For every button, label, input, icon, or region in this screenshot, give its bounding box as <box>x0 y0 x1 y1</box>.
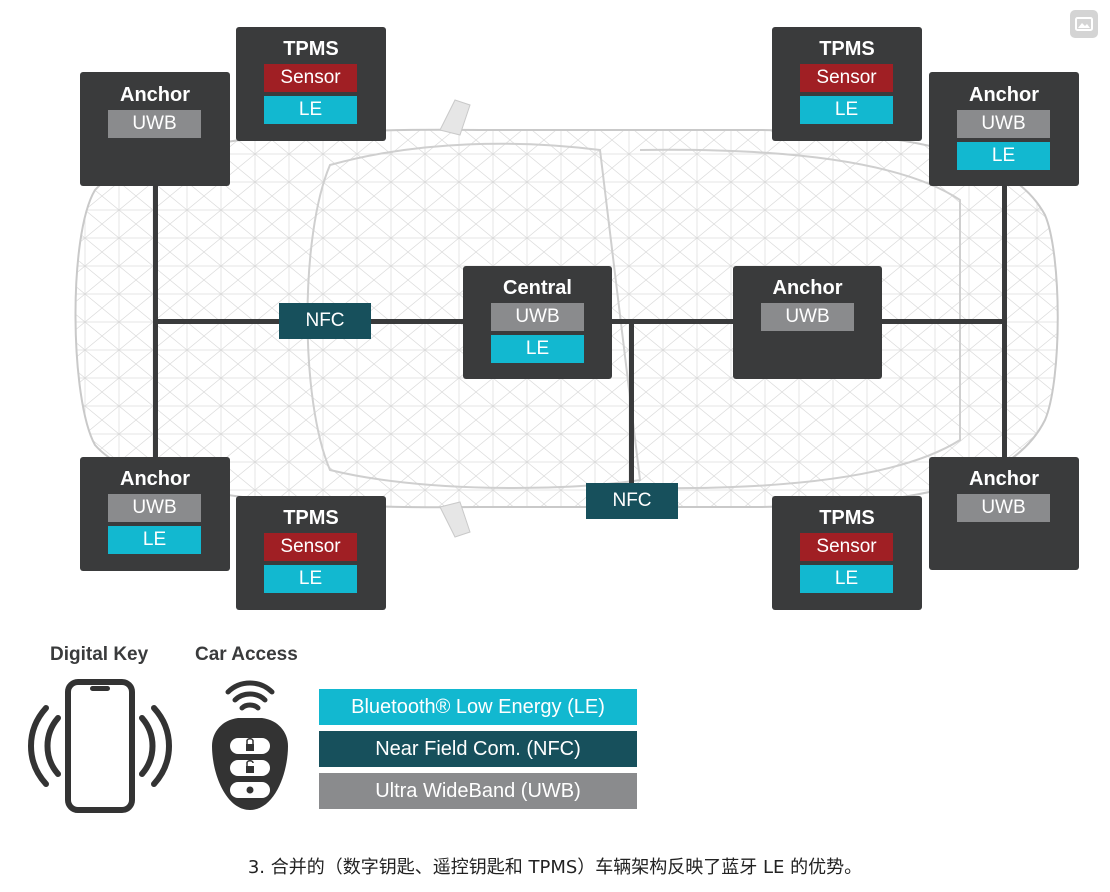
node-title: TPMS <box>819 38 875 60</box>
node-title: Anchor <box>120 84 190 106</box>
anchor-rear-right: Anchor UWB <box>929 457 1079 570</box>
le-tag: LE <box>108 526 201 554</box>
le-tag: LE <box>800 96 893 124</box>
node-title: Central <box>503 277 572 299</box>
uwb-tag: UWB <box>491 303 584 331</box>
anchor-middle: Anchor UWB <box>733 266 882 379</box>
node-title: TPMS <box>283 38 339 60</box>
legend-nfc: Near Field Com. (NFC) <box>319 731 637 767</box>
le-tag: LE <box>264 96 357 124</box>
line-nfc-bottom <box>629 321 634 486</box>
legend-uwb: Ultra WideBand (UWB) <box>319 773 637 809</box>
phone-icon <box>28 679 172 813</box>
node-title: TPMS <box>819 507 875 529</box>
central-node: Central UWB LE <box>463 266 612 379</box>
uwb-tag: UWB <box>957 110 1050 138</box>
node-title: Anchor <box>969 84 1039 106</box>
image-icon[interactable] <box>1070 10 1098 38</box>
tpms-rear-left: TPMS Sensor LE <box>236 496 386 610</box>
uwb-tag: UWB <box>108 494 201 522</box>
node-title: Anchor <box>772 277 843 299</box>
node-title: TPMS <box>283 507 339 529</box>
nfc-bottom: NFC <box>586 483 678 519</box>
anchor-rear-left: Anchor UWB LE <box>80 457 230 571</box>
anchor-front-left: Anchor UWB <box>80 72 230 186</box>
nfc-left: NFC <box>279 303 371 339</box>
uwb-tag: UWB <box>761 303 854 331</box>
uwb-tag: UWB <box>108 110 201 138</box>
node-title: Anchor <box>969 468 1039 490</box>
key-fob-icon <box>212 680 288 810</box>
sensor-tag: Sensor <box>264 64 357 92</box>
node-title: Anchor <box>120 468 190 490</box>
legend-le: Bluetooth® Low Energy (LE) <box>319 689 637 725</box>
figure-caption: 3. 合并的（数字钥匙、遥控钥匙和 TPMS）车辆架构反映了蓝牙 LE 的优势。 <box>247 857 863 878</box>
anchor-front-right: Anchor UWB LE <box>929 72 1079 186</box>
tpms-rear-right: TPMS Sensor LE <box>772 496 922 610</box>
tpms-front-right: TPMS Sensor LE <box>772 27 922 141</box>
sensor-tag: Sensor <box>800 533 893 561</box>
le-tag: LE <box>491 335 584 363</box>
sensor-tag: Sensor <box>264 533 357 561</box>
sensor-tag: Sensor <box>800 64 893 92</box>
le-tag: LE <box>264 565 357 593</box>
tpms-front-left: TPMS Sensor LE <box>236 27 386 141</box>
uwb-tag: UWB <box>957 494 1050 522</box>
le-tag: LE <box>957 142 1050 170</box>
le-tag: LE <box>800 565 893 593</box>
digital-key-label: Digital Key <box>50 644 149 665</box>
car-access-label: Car Access <box>195 644 298 665</box>
